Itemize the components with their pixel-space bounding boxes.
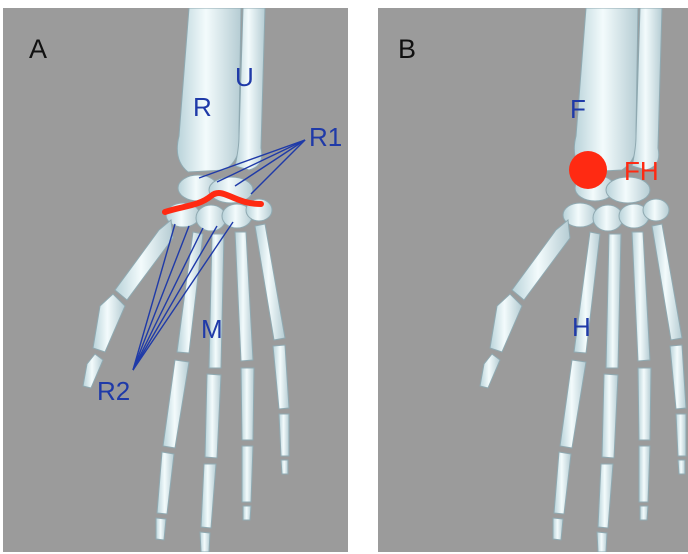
joint-label: FH — [624, 158, 659, 184]
panel-a-letter: A — [29, 36, 47, 63]
panel-a-skeleton — [3, 8, 348, 552]
joint-center-marker — [569, 151, 607, 189]
metacarpal-label: M — [201, 316, 223, 342]
panel-b-letter: B — [398, 36, 416, 63]
hand-label: H — [572, 314, 591, 340]
panel-a: A R U R1 R2 M — [3, 8, 348, 552]
ulna-label: U — [235, 64, 254, 90]
forearm-label: F — [570, 96, 586, 122]
panel-b: B F FH H — [378, 8, 688, 552]
radius-label: R — [193, 94, 212, 120]
panel-b-skeleton — [378, 8, 688, 552]
midcarpal-label: R2 — [97, 378, 130, 404]
radiocarpal-label: R1 — [309, 124, 342, 150]
